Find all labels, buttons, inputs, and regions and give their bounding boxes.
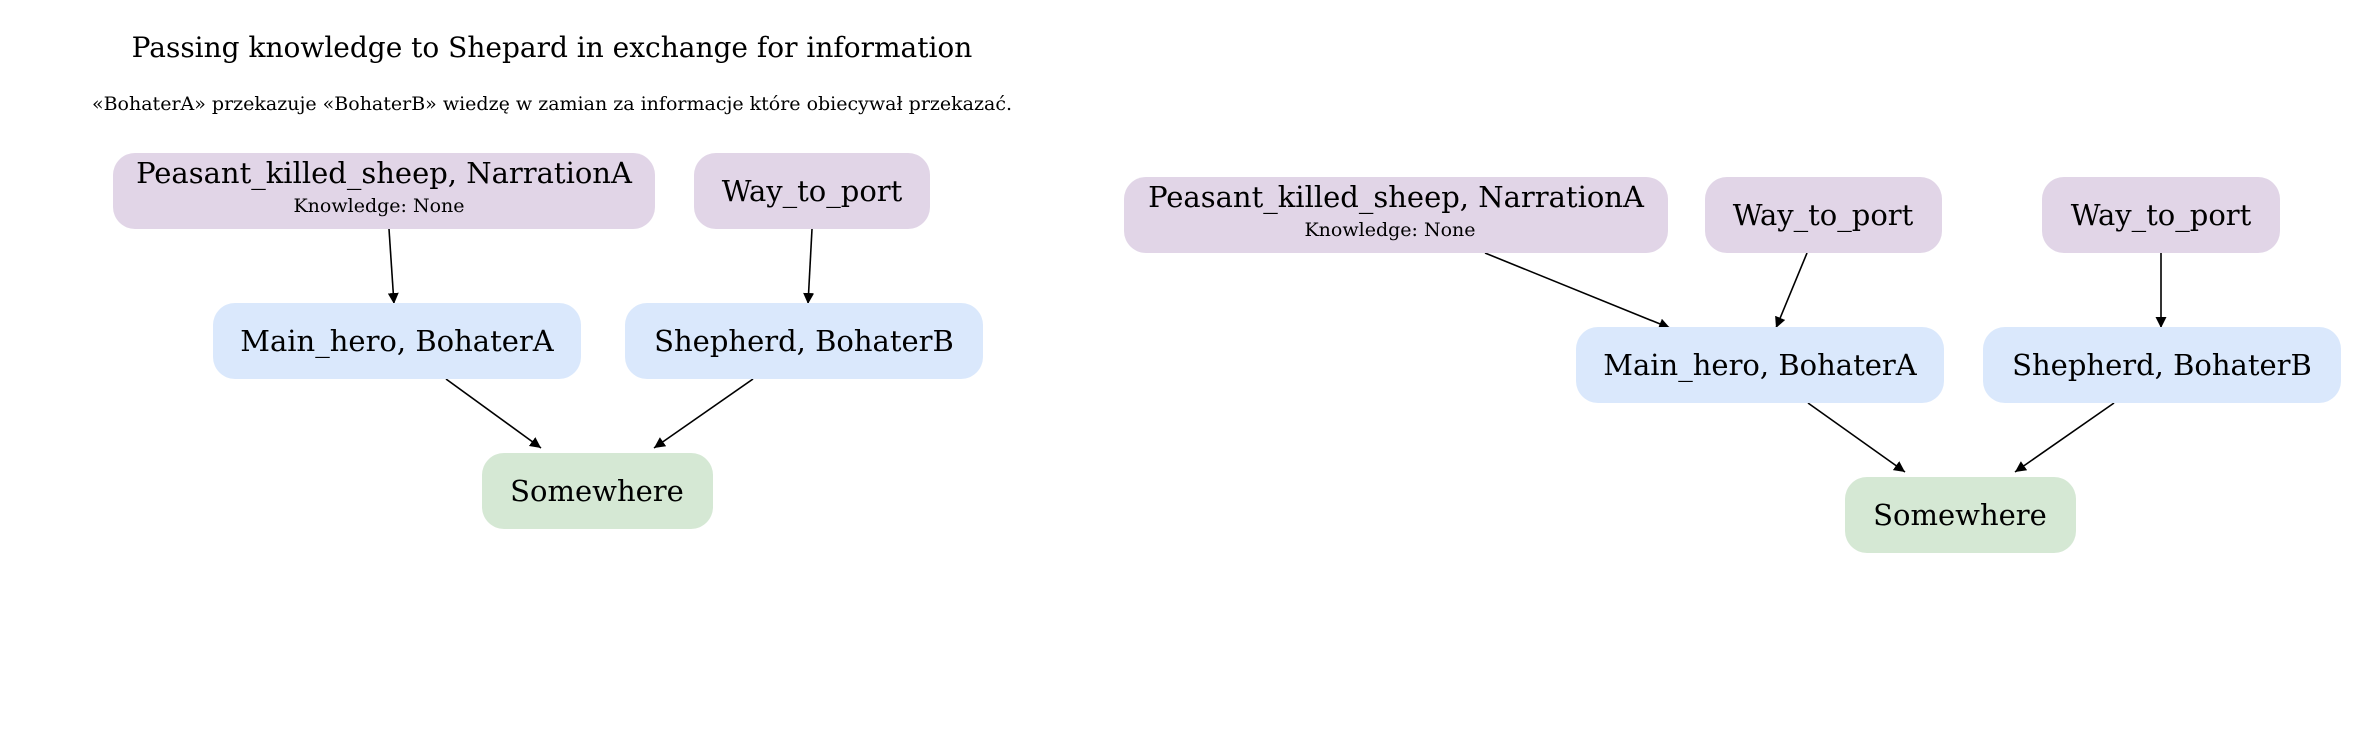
node-box [113,153,655,229]
node-sublabel: Knowledge: None [1304,219,1475,241]
node-label: Main_hero, BohaterA [240,324,554,359]
edge-left-shepherd-somewhere [653,378,754,449]
node-box [1705,177,1942,253]
node-label: Shepherd, BohaterB [2012,348,2312,382]
node-box [694,153,930,229]
node-label: Way_to_port [722,174,903,209]
node-box [1124,177,1668,253]
node-sublabel: Knowledge: None [293,195,464,217]
node-box [1845,477,2076,553]
node-label: Peasant_killed_sheep, NarrationA [136,156,633,191]
edge-left-mainhero-somewhere [445,378,542,449]
edge-right-mainhero-somewhere [1807,402,1906,473]
node-label: Shepherd, BohaterB [654,324,954,358]
node-left-main-hero: Main_hero, BohaterA [213,303,581,379]
node-left-shepherd: Shepherd, BohaterB [625,303,983,379]
node-label: Somewhere [510,474,684,508]
node-label: Way_to_port [1733,198,1914,233]
node-label: Way_to_port [2071,198,2252,233]
node-right-way-to-port-2: Way_to_port [2042,177,2280,253]
edge-left-way-shepherd [803,228,815,305]
node-label: Somewhere [1873,498,2047,532]
edge-left-peasant-mainhero [387,228,399,305]
node-left-peasant: Peasant_killed_sheep, NarrationA Knowled… [113,153,655,229]
edge-right-shepherd-somewhere [2014,402,2115,473]
node-label: Peasant_killed_sheep, NarrationA [1148,180,1645,215]
node-right-way-to-port-1: Way_to_port [1705,177,1942,253]
node-box [2042,177,2280,253]
edge-right-way1-mainhero [1775,252,1808,329]
node-box [213,303,581,379]
diagram-subtitle: «BohaterA» przekazuje «BohaterB» wiedzę … [92,93,1012,115]
node-left-way-to-port: Way_to_port [694,153,930,229]
node-box [482,453,713,529]
node-right-somewhere: Somewhere [1845,477,2076,553]
node-label: Main_hero, BohaterA [1603,348,1917,383]
node-box [625,303,983,379]
node-left-somewhere: Somewhere [482,453,713,529]
node-right-peasant: Peasant_killed_sheep, NarrationA Knowled… [1124,177,1668,253]
edge-right-peasant-mainhero [1484,252,1671,329]
node-box [1576,327,1944,403]
diagram-title: Passing knowledge to Shepard in exchange… [132,31,973,64]
node-right-shepherd: Shepherd, BohaterB [1983,327,2341,403]
node-right-main-hero: Main_hero, BohaterA [1576,327,1944,403]
node-box [1983,327,2341,403]
